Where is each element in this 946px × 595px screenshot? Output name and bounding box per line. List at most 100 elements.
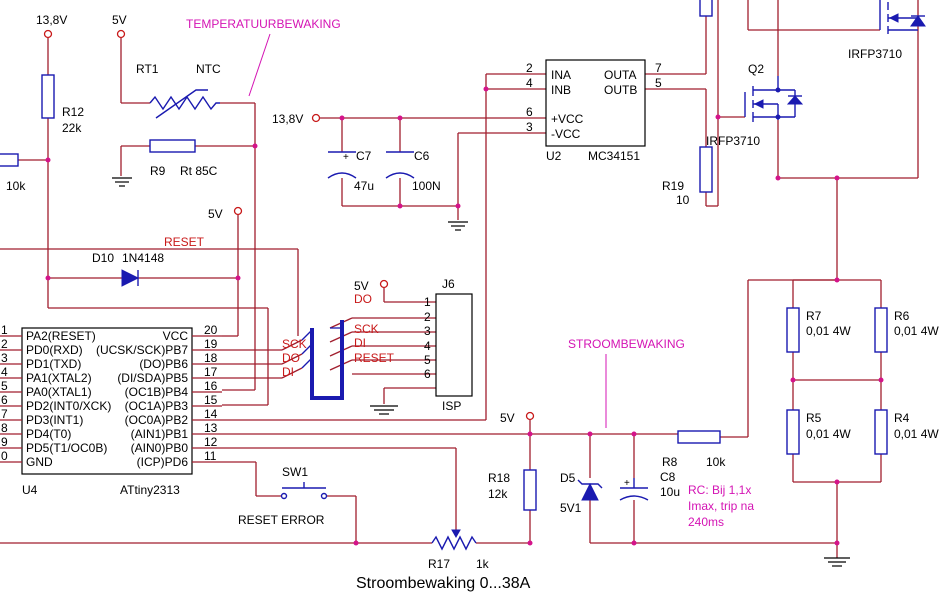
value-label: 10u [660, 485, 680, 499]
ref-label: R18 [488, 471, 510, 485]
net-reset: RESET [164, 235, 205, 249]
potentiometer-r17: R17 1k [428, 529, 490, 571]
annotation-current: STROOMBEWAKING [568, 337, 685, 428]
pin-name: PD4(T0) [26, 427, 71, 441]
pin-number: 4 [526, 76, 533, 90]
value-label: 10 [676, 193, 690, 207]
pin-name: (DO)PB6 [139, 357, 188, 371]
supply-5v-top: 5V [112, 13, 127, 39]
isp-net-reset: RESET [354, 351, 395, 365]
mosfet-top: IRFP3710 [848, 0, 926, 61]
resistor-left-10k: 10k [0, 153, 26, 193]
pin-name: OUTA [604, 68, 636, 82]
pin-number: 1 [1, 323, 8, 337]
annotation-text: TEMPERATUURBEWAKING [186, 17, 341, 31]
pin-number: 4 [1, 365, 8, 379]
pin-name: (OC0A)PB2 [125, 413, 189, 427]
value-label: 1N4148 [122, 251, 164, 265]
pin-name: PD2(INT0/XCK) [26, 399, 111, 413]
pin-number: 14 [204, 407, 218, 421]
pin-number: 2 [526, 61, 533, 75]
value-label: 1k [476, 557, 490, 571]
pin-number: 2 [1, 337, 8, 351]
capacitor-c7: + C7 47u [327, 149, 374, 193]
resistor-r12: R12 22k [41, 74, 84, 135]
ref-label: R19 [662, 179, 684, 193]
ic-u2: 2 4 6 3 INA INB +VCC -VCC 7 5 OUTA OUTB … [526, 59, 662, 163]
pin-number: 6 [1, 393, 8, 407]
value-label: 22k [62, 121, 82, 135]
value-label: IRFP3710 [706, 134, 760, 148]
supply-13v8-cap: 13,8V [272, 112, 321, 126]
resistor-r9: R9 Rt 85C [149, 139, 218, 178]
pin-number: 3 [526, 120, 533, 134]
pin-name: -VCC [551, 127, 581, 141]
annotation-text: STROOMBEWAKING [568, 337, 685, 351]
ref-label: U4 [22, 483, 38, 497]
wires [0, 0, 919, 558]
supply-label: 5V [208, 207, 223, 221]
net-do: DO [282, 351, 300, 365]
pin-name: (ICP)PD6 [137, 455, 189, 469]
pin-number: 11 [204, 449, 217, 463]
pin-number: 9 [1, 435, 8, 449]
pin-number: 5 [655, 76, 662, 90]
ref-label: C7 [356, 149, 372, 163]
pin-number: 0 [1, 449, 8, 463]
value-label: MC34151 [588, 149, 640, 163]
rc-note-line: Imax, trip na [688, 499, 754, 513]
value-label: 47u [354, 179, 374, 193]
pin-name: PA0(XTAL1) [26, 385, 92, 399]
pin-name: PD5(T1/OC0B) [26, 441, 107, 455]
net-sck: SCK [282, 337, 307, 351]
pin-name: PA1(XTAL2) [26, 371, 92, 385]
pin-name: (OC1A)PB3 [125, 399, 189, 413]
ref-label: R17 [428, 557, 450, 571]
pin-number: 15 [204, 393, 218, 407]
zener-d5: D5 5V1 [560, 471, 603, 515]
value-label: 0,01 4W [806, 427, 851, 441]
supply-13v8-top: 13,8V [36, 13, 67, 39]
svg-text:+: + [624, 478, 630, 489]
pin-name: PA2(RESET) [26, 329, 96, 343]
pin-number: 5 [1, 379, 8, 393]
value-label: RESET ERROR [238, 513, 325, 527]
value-label: 5V1 [560, 501, 582, 515]
pin-number: 20 [204, 323, 218, 337]
ref-label: U2 [546, 149, 562, 163]
ref-label: C8 [660, 470, 676, 484]
net-labels: RESET SCK DO DI DO SCK DI RESET [164, 235, 395, 379]
ground-icon [370, 405, 398, 415]
annotation-rc-note: RC: Bij 1,1x Imax, trip na 240ms [688, 483, 754, 529]
value-label: NTC [196, 62, 221, 76]
ref-label: R9 [150, 164, 166, 178]
pin-number: 17 [204, 365, 218, 379]
value-label: ATtiny2313 [120, 483, 180, 497]
resistor-r4: R4 0,01 4W [874, 409, 939, 455]
rc-note-line: 240ms [688, 515, 724, 529]
pin-number: 3 [424, 324, 431, 338]
pin-name: (UCSK/SCK)PB7 [96, 343, 188, 357]
pin-number: 7 [1, 407, 8, 421]
resistor-top [699, 0, 713, 17]
pin-name: OUTB [604, 83, 637, 97]
thermistor-rt1: RT1 NTC [136, 62, 221, 119]
pin-number: 5 [424, 353, 431, 367]
supply-5v-isp: 5V [354, 279, 389, 293]
ref-label: SW1 [282, 465, 308, 479]
pin-number: 7 [655, 61, 662, 75]
pin-number: 4 [424, 339, 431, 353]
ref-label: R7 [806, 309, 822, 323]
pin-number: 16 [204, 379, 218, 393]
connector-j6: 1 2 3 4 5 6 J6 ISP [424, 277, 473, 413]
pin-name: GND [26, 455, 53, 469]
value-label: 0,01 4W [806, 324, 851, 338]
resistor-r18: R18 12k [488, 469, 537, 511]
pin-number: 2 [424, 310, 431, 324]
value-label: 12k [488, 487, 508, 501]
pin-name: PD3(INT1) [26, 413, 83, 427]
svg-text:+: + [343, 152, 349, 163]
pin-name: INB [551, 83, 571, 97]
